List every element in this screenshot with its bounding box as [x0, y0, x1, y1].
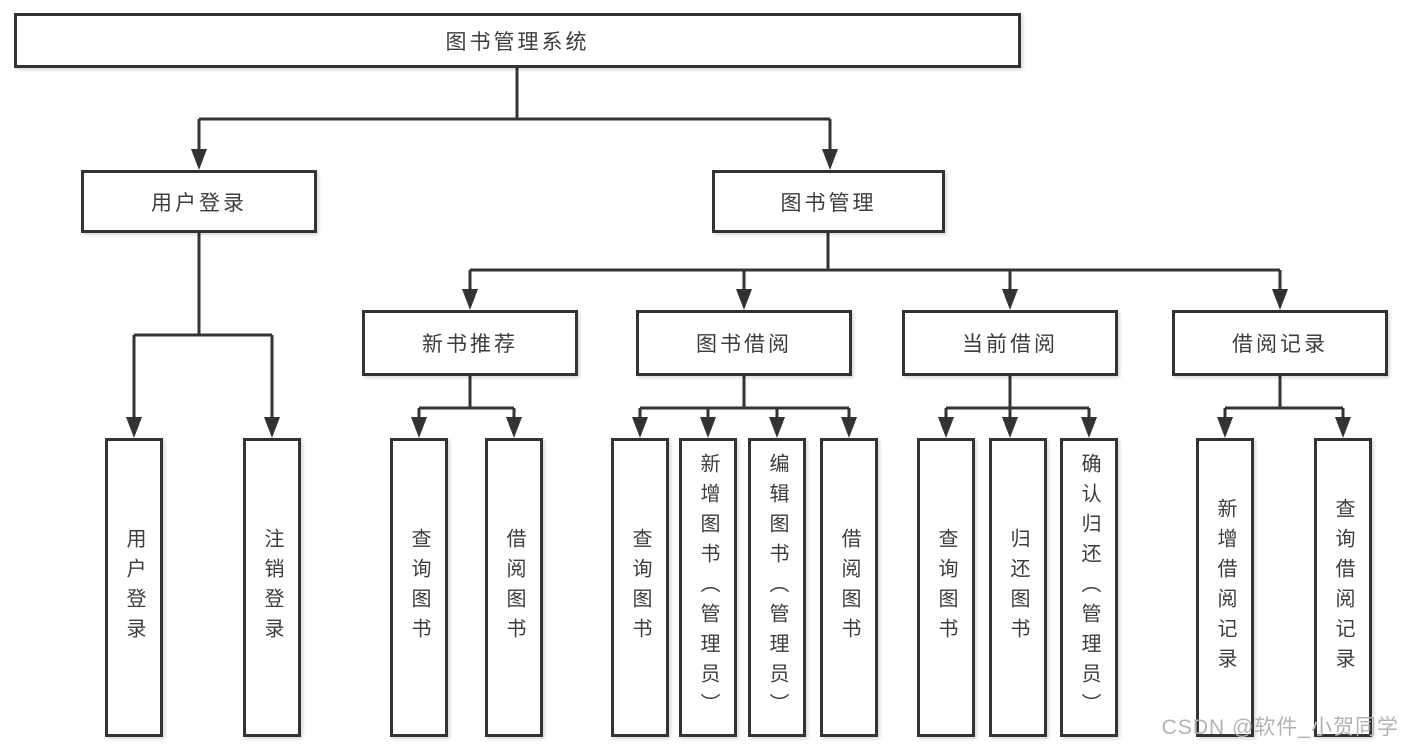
- leaf-br-add-record: 新增借阅记录: [1196, 438, 1254, 737]
- node-label: 归还图书: [1007, 527, 1029, 648]
- node-label: 新书推荐: [422, 333, 518, 356]
- node-label: 图书管理: [780, 191, 877, 215]
- leaf-br-query-record: 查询借阅记录: [1314, 438, 1372, 737]
- node-book-borrowing: 图书借阅: [636, 310, 852, 376]
- node-label: 编辑图书（管理员）: [766, 452, 788, 723]
- leaf-nbr-borrow-books: 借阅图书: [485, 438, 543, 737]
- leaf-logout: 注销登录: [243, 438, 301, 737]
- node-label: 查询借阅记录: [1332, 497, 1354, 678]
- leaf-bb-add-books-admin: 新增图书（管理员）: [679, 438, 737, 737]
- leaf-nbr-query-books: 查询图书: [390, 438, 448, 737]
- node-label: 注销登录: [261, 527, 283, 648]
- node-label: 用户登录: [123, 527, 145, 648]
- node-label: 查询图书: [935, 527, 957, 648]
- leaf-user-login: 用户登录: [105, 438, 163, 737]
- leaf-bb-query-books: 查询图书: [611, 438, 669, 737]
- node-label: 查询图书: [629, 527, 651, 648]
- leaf-bb-edit-books-admin: 编辑图书（管理员）: [748, 438, 806, 737]
- node-label: 借阅记录: [1232, 333, 1328, 356]
- leaf-cb-return-books: 归还图书: [989, 438, 1047, 737]
- leaf-cb-query-books: 查询图书: [917, 438, 975, 737]
- node-label: 确认归还（管理员）: [1078, 452, 1100, 723]
- node-user-login: 用户登录: [81, 170, 317, 233]
- node-label: 查询图书: [408, 527, 430, 648]
- leaf-cb-confirm-return-admin: 确认归还（管理员）: [1060, 438, 1118, 737]
- node-current-borrowing: 当前借阅: [902, 310, 1118, 376]
- node-label: 图书管理系统: [445, 30, 590, 54]
- node-label: 当前借阅: [962, 333, 1058, 356]
- node-label: 图书借阅: [696, 333, 792, 356]
- node-label: 用户登录: [151, 191, 247, 215]
- node-label: 新增图书（管理员）: [697, 452, 719, 723]
- node-borrow-records: 借阅记录: [1172, 310, 1388, 376]
- csdn-watermark: CSDN @软件_小贺同学: [1161, 716, 1399, 739]
- node-new-book-recommend: 新书推荐: [362, 310, 578, 376]
- node-book-management: 图书管理: [712, 170, 945, 233]
- node-label: 借阅图书: [503, 527, 525, 648]
- node-label: 新增借阅记录: [1214, 497, 1236, 678]
- leaf-bb-borrow-books: 借阅图书: [820, 438, 878, 737]
- node-root-library-system: 图书管理系统: [14, 13, 1021, 68]
- node-label: 借阅图书: [838, 527, 860, 648]
